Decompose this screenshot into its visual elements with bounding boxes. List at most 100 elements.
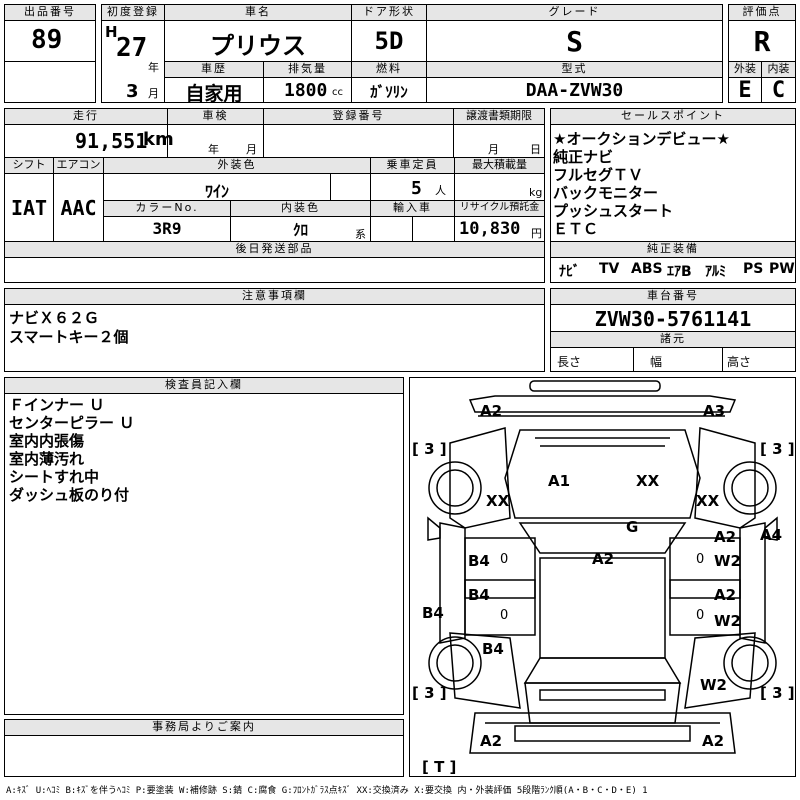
- mileage: 91,551: [75, 129, 148, 153]
- int-grade-header: 内装: [761, 61, 796, 78]
- label-tire-rr: [ 3 ]: [760, 684, 795, 702]
- label-xx-right-fender: XX: [696, 492, 720, 510]
- equipment-item: ABS: [631, 261, 663, 277]
- caution-box: ナビＸ６２Ｇ スマートキー２個: [4, 304, 545, 372]
- door-cell: 5D: [351, 20, 427, 62]
- recycle-fee: 10,830: [459, 219, 521, 239]
- transfer-day-unit: 日: [530, 143, 541, 156]
- era: H: [105, 23, 118, 41]
- chassis-cell: ZVW30-5761141: [550, 304, 796, 332]
- inspection-month-unit: 月: [246, 143, 257, 156]
- import-cell-2: [412, 216, 455, 242]
- windshield: [518, 522, 687, 554]
- sales-points-box: ★オークションデビュー★ 純正ナビ フルセグＴＶ バックモニター プッシュスター…: [550, 124, 796, 242]
- inspector-line: シートすれ中: [9, 468, 100, 486]
- label-trunk: [ T ]: [422, 758, 457, 776]
- spec-height-cell: 高さ: [722, 347, 796, 372]
- color-number: 3R9: [152, 219, 182, 238]
- history-cell: 自家用: [164, 77, 264, 105]
- caution-header: 注意事項欄: [4, 288, 545, 305]
- sales-point-item: ★オークションデビュー★: [553, 130, 730, 148]
- label-w2-right-rear-door: W2: [714, 612, 741, 630]
- score-cell: R: [728, 20, 796, 62]
- year-unit: 年: [148, 61, 159, 74]
- transfer-doc-cell: 月 日: [453, 124, 545, 158]
- displacement-cell: 1800 cc: [263, 77, 352, 103]
- caution-line: ナビＸ６２Ｇ: [9, 309, 100, 327]
- transfer-doc-header: 譲渡書類期限: [453, 108, 545, 125]
- int-grade-cell: C: [761, 77, 796, 103]
- inspector-line: 室内薄汚れ: [9, 450, 85, 468]
- spec-length-label: 長さ: [557, 355, 582, 369]
- max-load-cell: kg: [454, 173, 545, 201]
- chassis-header: 車台番号: [550, 288, 796, 305]
- ext-color-cell: ﾜｲﾝ: [103, 173, 331, 201]
- history-header: 車歴: [164, 61, 264, 78]
- spec-header: 諸元: [550, 331, 796, 348]
- seating-capacity: 5: [411, 178, 422, 199]
- label-a1-hood: A1: [548, 472, 571, 490]
- ext-color-extra: [330, 173, 371, 201]
- oem-equipment-cell: ﾅﾋﾞ TV ABS ｴｱB ｱﾙﾐ PS PW: [550, 257, 796, 283]
- rear-garnish: [514, 725, 691, 742]
- equipment-item: ｱﾙﾐ: [705, 264, 726, 280]
- color-no-cell: 3R9: [103, 216, 231, 242]
- capacity-cell: 5 人: [370, 173, 455, 201]
- inspection-header: 車検: [167, 108, 264, 125]
- later-parts-header: 後日発送部品: [4, 241, 545, 258]
- fuel-type: ｶﾞｿﾘﾝ: [370, 83, 408, 101]
- month-unit: 月: [148, 87, 159, 100]
- label-a2-front-left: A2: [480, 402, 503, 420]
- label-b4-left-side: B4: [422, 604, 444, 622]
- inspector-line: ダッシュ板のり付: [9, 486, 130, 504]
- door-handle-rf: 0: [696, 552, 705, 567]
- exterior-color: ﾜｲﾝ: [204, 182, 229, 201]
- equipment-item: TV: [599, 261, 620, 277]
- exterior-grade: E: [738, 78, 752, 103]
- door-handle-rr: 0: [696, 608, 705, 623]
- inspector-box: Ｆインナー Ｕ センターピラー Ｕ 室内内張傷 室内薄汚れ シートすれ中 ダッシ…: [4, 393, 404, 715]
- interior-grade: C: [771, 78, 786, 103]
- mileage-unit: km: [143, 129, 174, 150]
- equipment-item: ｴｱB: [667, 264, 692, 280]
- ext-grade-header: 外装: [728, 61, 762, 78]
- capacity-unit: 人: [435, 184, 446, 197]
- office-box: [4, 735, 404, 777]
- label-b4-left-rear-fender: B4: [482, 640, 504, 658]
- damage-diagram: A2 A3 [ 3 ] [ 3 ] A1 XX XX XX G A2 B4 0 …: [409, 377, 796, 777]
- grade-header: グレード: [426, 4, 723, 21]
- front-bumper: [468, 395, 737, 413]
- ext-grade-cell: E: [728, 77, 762, 103]
- sales-point-item: 純正ナビ: [553, 148, 614, 166]
- int-color-cell: ｸﾛ 系: [230, 216, 371, 242]
- label-w2-right-front-door: W2: [714, 552, 741, 570]
- trunk-lid: [524, 682, 681, 724]
- door-handle-lr: 0: [500, 608, 509, 623]
- sales-point-item: フルセグＴＶ: [553, 166, 644, 184]
- label-a2-rear-right: A2: [702, 732, 725, 750]
- shift-header: シフト: [4, 157, 54, 174]
- lot-number: 89: [31, 25, 63, 55]
- max-load-unit: kg: [529, 186, 543, 199]
- recycle-unit: 円: [531, 227, 542, 240]
- mileage-header: 走行: [4, 108, 168, 125]
- front-grille: [529, 380, 661, 392]
- color-no-header: カラーNo.: [103, 200, 231, 217]
- ac-type: AAC: [60, 196, 97, 220]
- rear-bumper: [469, 712, 736, 754]
- sales-point-item: プッシュスタート: [553, 202, 674, 220]
- wheel-fr: [723, 461, 777, 515]
- shift-cell: IAT: [4, 173, 54, 242]
- door-header: ドア形状: [351, 4, 427, 21]
- label-a3-front-right: A3: [703, 402, 726, 420]
- ac-cell: AAC: [53, 173, 104, 242]
- reg-month: 3: [126, 81, 139, 102]
- shift-type: IAT: [10, 196, 48, 220]
- inspection-year-unit: 年: [208, 143, 219, 156]
- later-parts-cell: [4, 257, 545, 283]
- displacement-unit: cc: [332, 87, 343, 98]
- oem-equipment-header: 純正装備: [550, 241, 796, 258]
- wheel-fl: [428, 461, 482, 515]
- label-tire-fl: [ 3 ]: [412, 440, 447, 458]
- model-cell: DAA-ZVW30: [426, 77, 723, 103]
